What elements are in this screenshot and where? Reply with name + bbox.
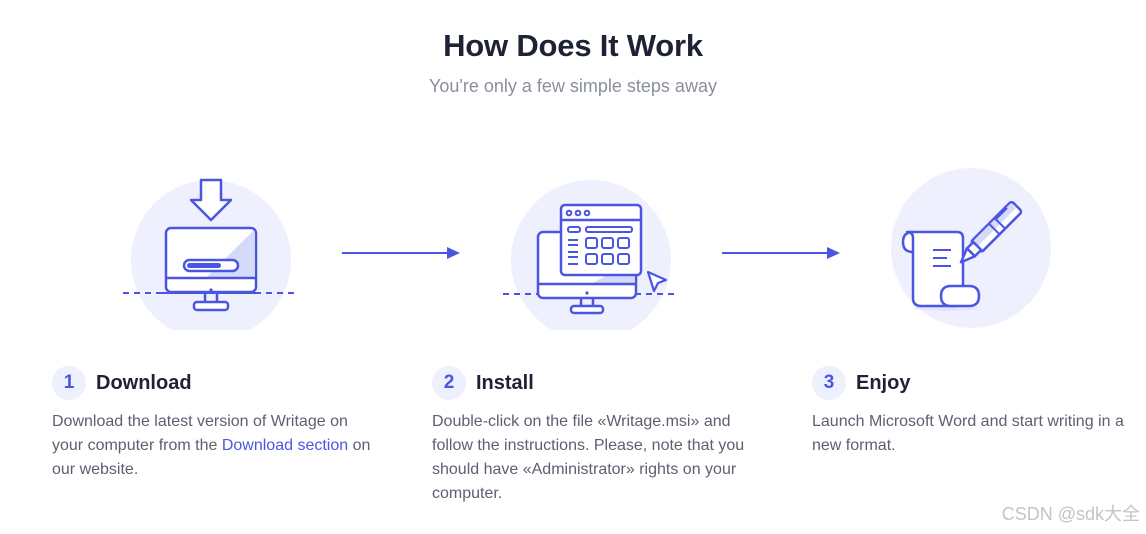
monitor-download-icon	[111, 160, 311, 330]
step-title: Install	[476, 371, 534, 394]
install-window-icon	[491, 160, 691, 330]
step-description: Double-click on the file «Writage.msi» a…	[432, 413, 745, 502]
step-description: Launch Microsoft Word and start writing …	[812, 413, 1124, 454]
step-title: Enjoy	[856, 371, 911, 394]
section-header: How Does It Work You're only a few simpl…	[0, 26, 1146, 98]
arrow-right-icon	[720, 243, 845, 263]
step-number: 2	[432, 366, 466, 400]
step-header: 2 Install	[432, 366, 762, 400]
watermark: CSDN @sdk大全	[1001, 504, 1140, 524]
arrow-right-icon	[340, 243, 465, 263]
step-description: Download the latest version of Writage o…	[52, 410, 382, 482]
step-download: 1 Download Download the latest version o…	[52, 366, 382, 482]
step-number: 1	[52, 366, 86, 400]
step-number: 3	[812, 366, 846, 400]
step-header: 1 Download	[52, 366, 382, 400]
step-title: Download	[96, 371, 192, 394]
step-header: 3 Enjoy	[812, 366, 1142, 400]
step-desc-text: on our website.	[52, 437, 371, 478]
download-section-link[interactable]: Download section	[221, 437, 349, 454]
page-subtitle: You're only a few simple steps away	[429, 76, 717, 96]
step-install: 2 Install Double-click on the file «Writ…	[432, 366, 762, 506]
pen-scroll-icon	[871, 160, 1071, 330]
step-enjoy: 3 Enjoy Launch Microsoft Word and start …	[812, 366, 1142, 458]
page-title: How Does It Work	[443, 28, 703, 63]
step-desc-text: Download the latest version of Writage o…	[52, 413, 348, 454]
